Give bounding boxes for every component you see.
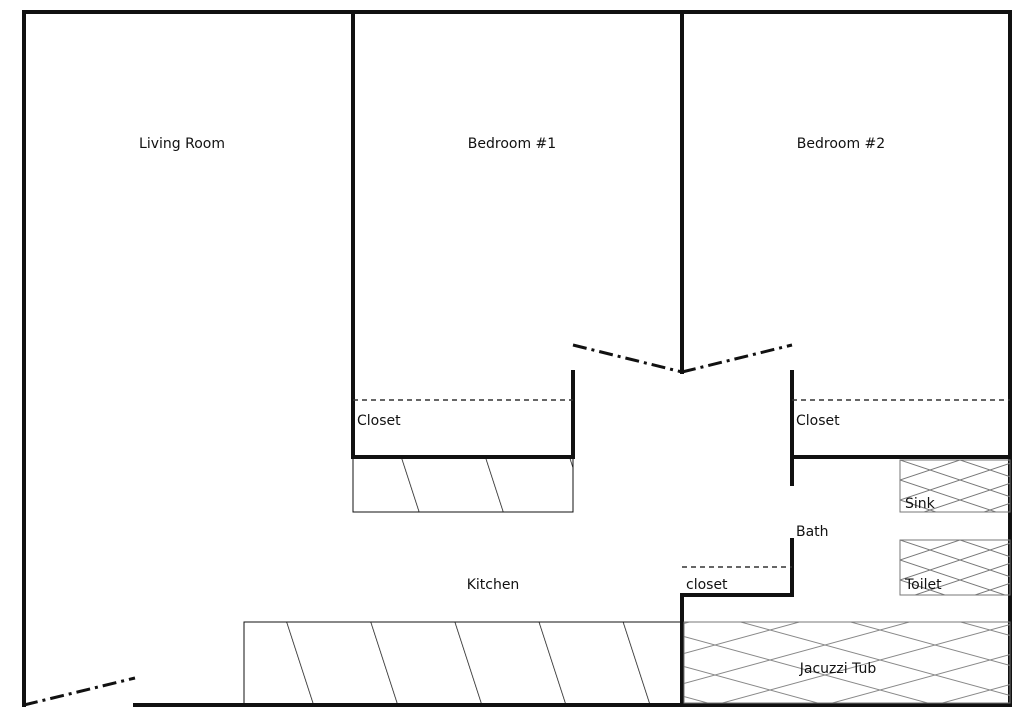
- counter-upper: [352, 456, 574, 513]
- sink-fixture: [899, 459, 1011, 513]
- label-sink: Sink: [905, 496, 936, 512]
- label-closet2: Closet: [796, 413, 840, 429]
- label-bath: Bath: [796, 524, 829, 540]
- label-living-room: Living Room: [139, 136, 225, 152]
- kitchen-counter: [243, 621, 683, 706]
- bedroom2-door: [681, 343, 793, 374]
- label-toilet: Toilet: [904, 577, 942, 593]
- bedroom1-door: [572, 343, 683, 374]
- jacuzzi-tub-fixture: [683, 621, 1011, 704]
- label-closet1: Closet: [357, 413, 401, 429]
- label-bedroom2: Bedroom #2: [797, 136, 885, 152]
- label-kitchen: Kitchen: [467, 577, 520, 593]
- label-bedroom1: Bedroom #1: [468, 136, 556, 152]
- toilet-fixture: [899, 539, 1011, 596]
- label-small-closet: closet: [686, 577, 728, 593]
- front-door: [23, 676, 136, 707]
- label-jacuzzi-tub: Jacuzzi Tub: [799, 661, 877, 677]
